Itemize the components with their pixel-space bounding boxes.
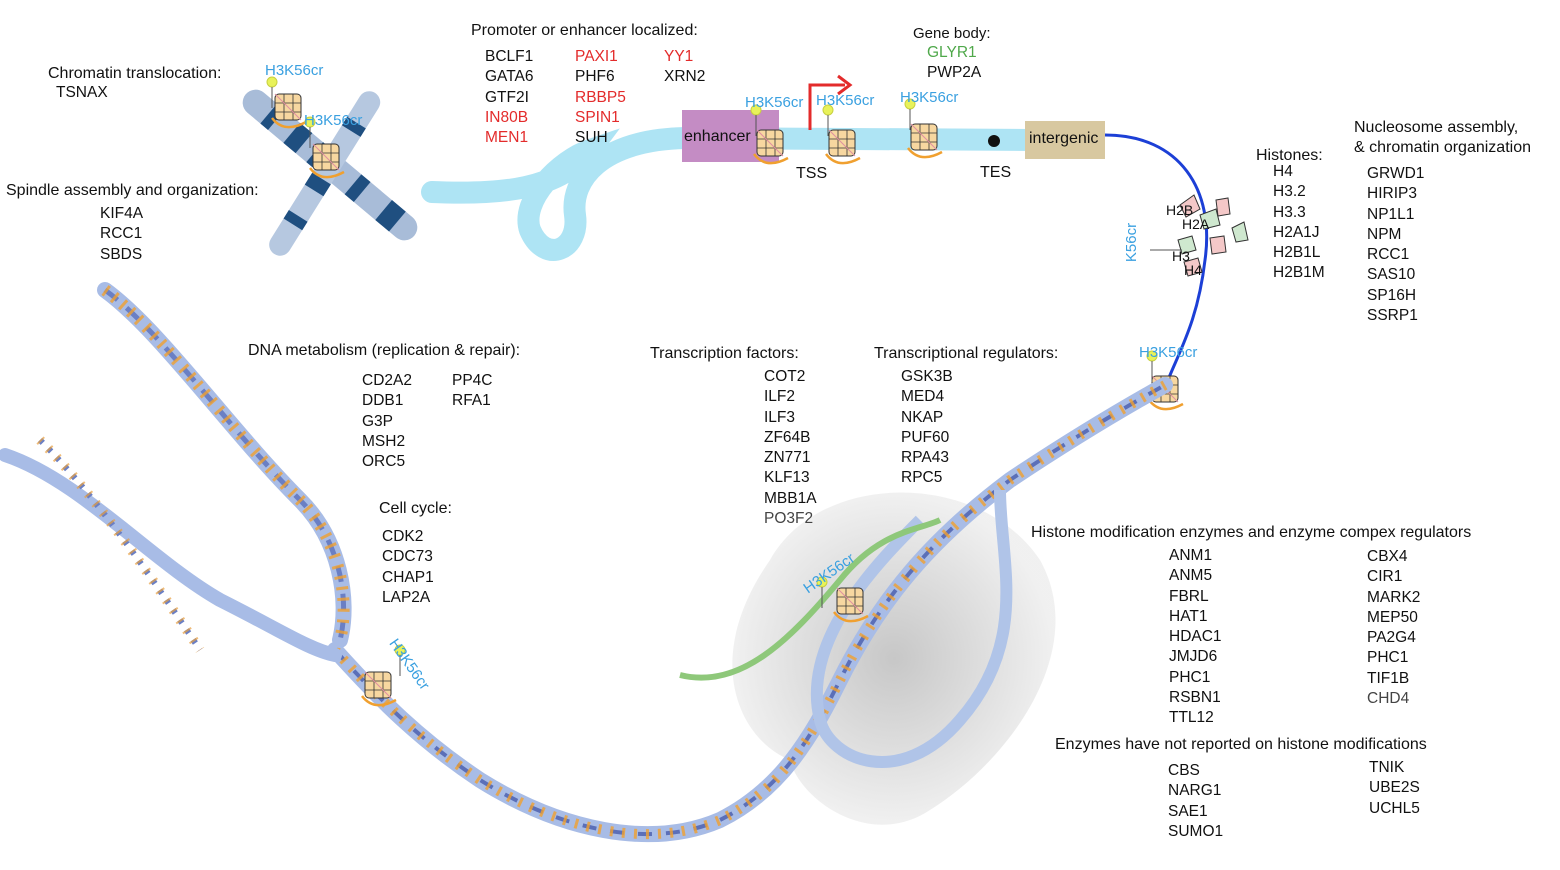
spindle-title: Spindle assembly and organization:	[6, 182, 259, 199]
histones-genes: H4 H3.2 H3.3 H2A1J H2B1L H2B1M	[1273, 163, 1325, 282]
chromatin-translocation-title: Chromatin translocation:	[48, 65, 222, 82]
promoter-col2: PAXI1 PHF6 RBBP5 SPIN1 SUH	[575, 48, 626, 147]
tss-arrow	[808, 83, 845, 130]
dna-helix	[0, 282, 1173, 843]
tf-title: Transcription factors:	[650, 345, 799, 362]
cell-cycle-title: Cell cycle:	[379, 500, 452, 517]
mark-label: H3K56cr	[816, 92, 875, 109]
gene-body-title: Gene body:	[913, 25, 991, 42]
histone-mod-col2: CBX4 CIR1 MARK2 MEP50 PA2G4 PHC1 TIF1B C…	[1367, 548, 1421, 708]
dna-metabolism-title: DNA metabolism (replication & repair):	[248, 342, 521, 359]
histone-h2a: H2A	[1182, 216, 1210, 232]
enzymes-not-title: Enzymes have not reported on histone mod…	[1055, 736, 1427, 753]
tr-genes: GSK3B MED4 NKAP PUF60 RPA43 RPC5	[901, 368, 953, 487]
mark-label: H3K56cr	[265, 62, 324, 79]
enhancer-label: enhancer	[684, 128, 751, 145]
enzymes-not-col2: TNIK UBE2S UCHL5	[1369, 759, 1420, 817]
chromosome-arm-2	[269, 91, 381, 256]
intergenic-box	[1025, 121, 1105, 159]
mark-label: H3K56cr	[900, 89, 959, 106]
promoter-title: Promoter or enhancer localized:	[471, 22, 698, 39]
enzymes-not-col1: CBS NARG1 SAE1 SUMO1	[1168, 762, 1224, 840]
intergenic-label: intergenic	[1029, 130, 1099, 147]
spindle-genes: KIF4A RCC1 SBDS	[100, 205, 144, 263]
histone-mod-col1: ANM1 ANM5 FBRL HAT1 HDAC1 JMJD6 PHC1 RSB…	[1169, 547, 1222, 727]
tes-label: TES	[980, 164, 1012, 181]
nucleosome-title: Nucleosome assembly,	[1354, 119, 1519, 136]
chromatin-fiber	[421, 126, 1041, 261]
nucleosome-genes: GRWD1 HIRIP3 NP1L1 NPM RCC1 SAS10 SP16H …	[1367, 165, 1425, 325]
nucleosome-subtitle: & chromatin organization	[1354, 139, 1531, 156]
mark-label: H3K56cr	[745, 94, 804, 111]
histone-octamer	[1150, 194, 1249, 277]
cell-cycle-genes: CDK2 CDC73 CHAP1 LAP2A	[382, 528, 434, 606]
mark-label: H3K56cr	[304, 112, 363, 129]
promoter-col1: BCLF1 GATA6 GTF2I IN80B MEN1	[485, 48, 534, 147]
gene-body-genes: GLYR1 PWP2A	[927, 44, 982, 82]
histone-h4: H4	[1184, 262, 1202, 278]
chromatin-translocation-genes: TSNAX	[56, 84, 108, 101]
histone-h2b: H2B	[1166, 202, 1194, 218]
promoter-col3: YY1 XRN2	[664, 48, 706, 86]
dna-metabolism-col1: CD2A2 DDB1 G3P MSH2 ORC5	[362, 372, 412, 471]
tes-dot	[988, 135, 1000, 147]
mark-short-label: K56cr	[1123, 222, 1141, 263]
histone-mod-title: Histone modification enzymes and enzyme …	[1031, 524, 1472, 541]
tss-label: TSS	[796, 165, 828, 182]
blue-fiber	[1104, 133, 1209, 381]
histone-h3: H3	[1172, 248, 1190, 264]
mark-label: H3K56cr	[1139, 344, 1198, 361]
histones-title: Histones:	[1256, 147, 1323, 164]
dna-metabolism-col2: PP4C RFA1	[452, 372, 493, 410]
tf-genes: COT2 ILF2 ILF3 ZF64B ZN771 KLF13 MBB1A P…	[764, 368, 817, 528]
tr-title: Transcriptional regulators:	[874, 345, 1059, 362]
